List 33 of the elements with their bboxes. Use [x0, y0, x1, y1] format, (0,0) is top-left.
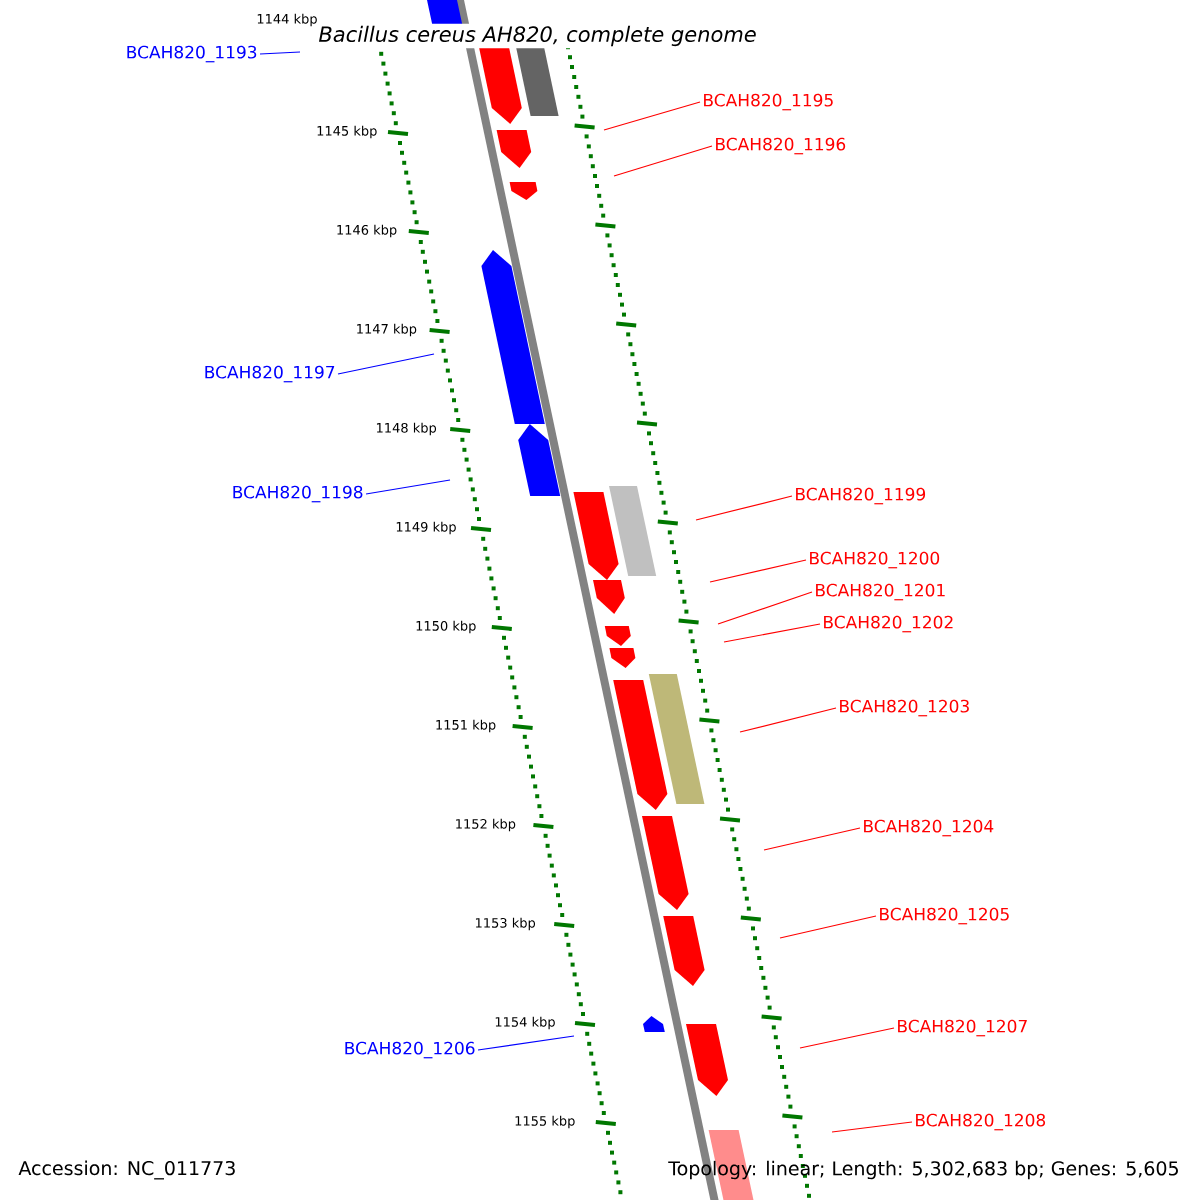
gene-label: BCAH820_1202 [824, 615, 953, 633]
gene-label: BCAH820_1198 [233, 485, 363, 503]
leader-line [739, 707, 837, 733]
gene-label: BCAH820_1208 [916, 1113, 1046, 1131]
gene-label: BCAH820_1199 [796, 487, 926, 505]
gene-label: BCAH820_1201 [816, 583, 945, 601]
gene-label: BCAH820_1200 [810, 551, 940, 569]
gene-label: BCAH820_1206 [345, 1041, 475, 1059]
gene-label: BCAH820_1196 [716, 137, 846, 155]
leader-line [603, 101, 701, 131]
leader-line [477, 1035, 575, 1051]
leader-line [365, 479, 451, 495]
leader-line [717, 591, 813, 625]
leader-line [613, 145, 713, 177]
gene-label: BCAH820_1205 [880, 907, 1009, 925]
leader-line [799, 1027, 895, 1049]
accession-text: Accession: NC_011773 [18, 1160, 235, 1180]
gene-label: BCAH820_1203 [840, 699, 969, 717]
gene-label: BCAH820_1195 [704, 93, 833, 111]
leader-line [259, 51, 301, 55]
leader-line [779, 915, 877, 939]
title: Bacillus cereus AH820, complete genome [316, 23, 759, 49]
leader-line [831, 1121, 913, 1133]
leader-line [695, 495, 793, 521]
leader-line [763, 827, 861, 851]
gene-label: BCAH820_1207 [898, 1019, 1027, 1037]
gene-label: BCAH820_1197 [205, 365, 335, 383]
gene-label: BCAH820_1204 [864, 819, 994, 837]
genome-info-text: Topology: linear; Length: 5,302,683 bp; Genes: 5,605 [668, 1160, 1178, 1180]
gene-label: BCAH820_1193 [127, 45, 257, 63]
leader-line [709, 559, 807, 583]
leader-line [337, 353, 435, 375]
leader-line [723, 623, 821, 643]
